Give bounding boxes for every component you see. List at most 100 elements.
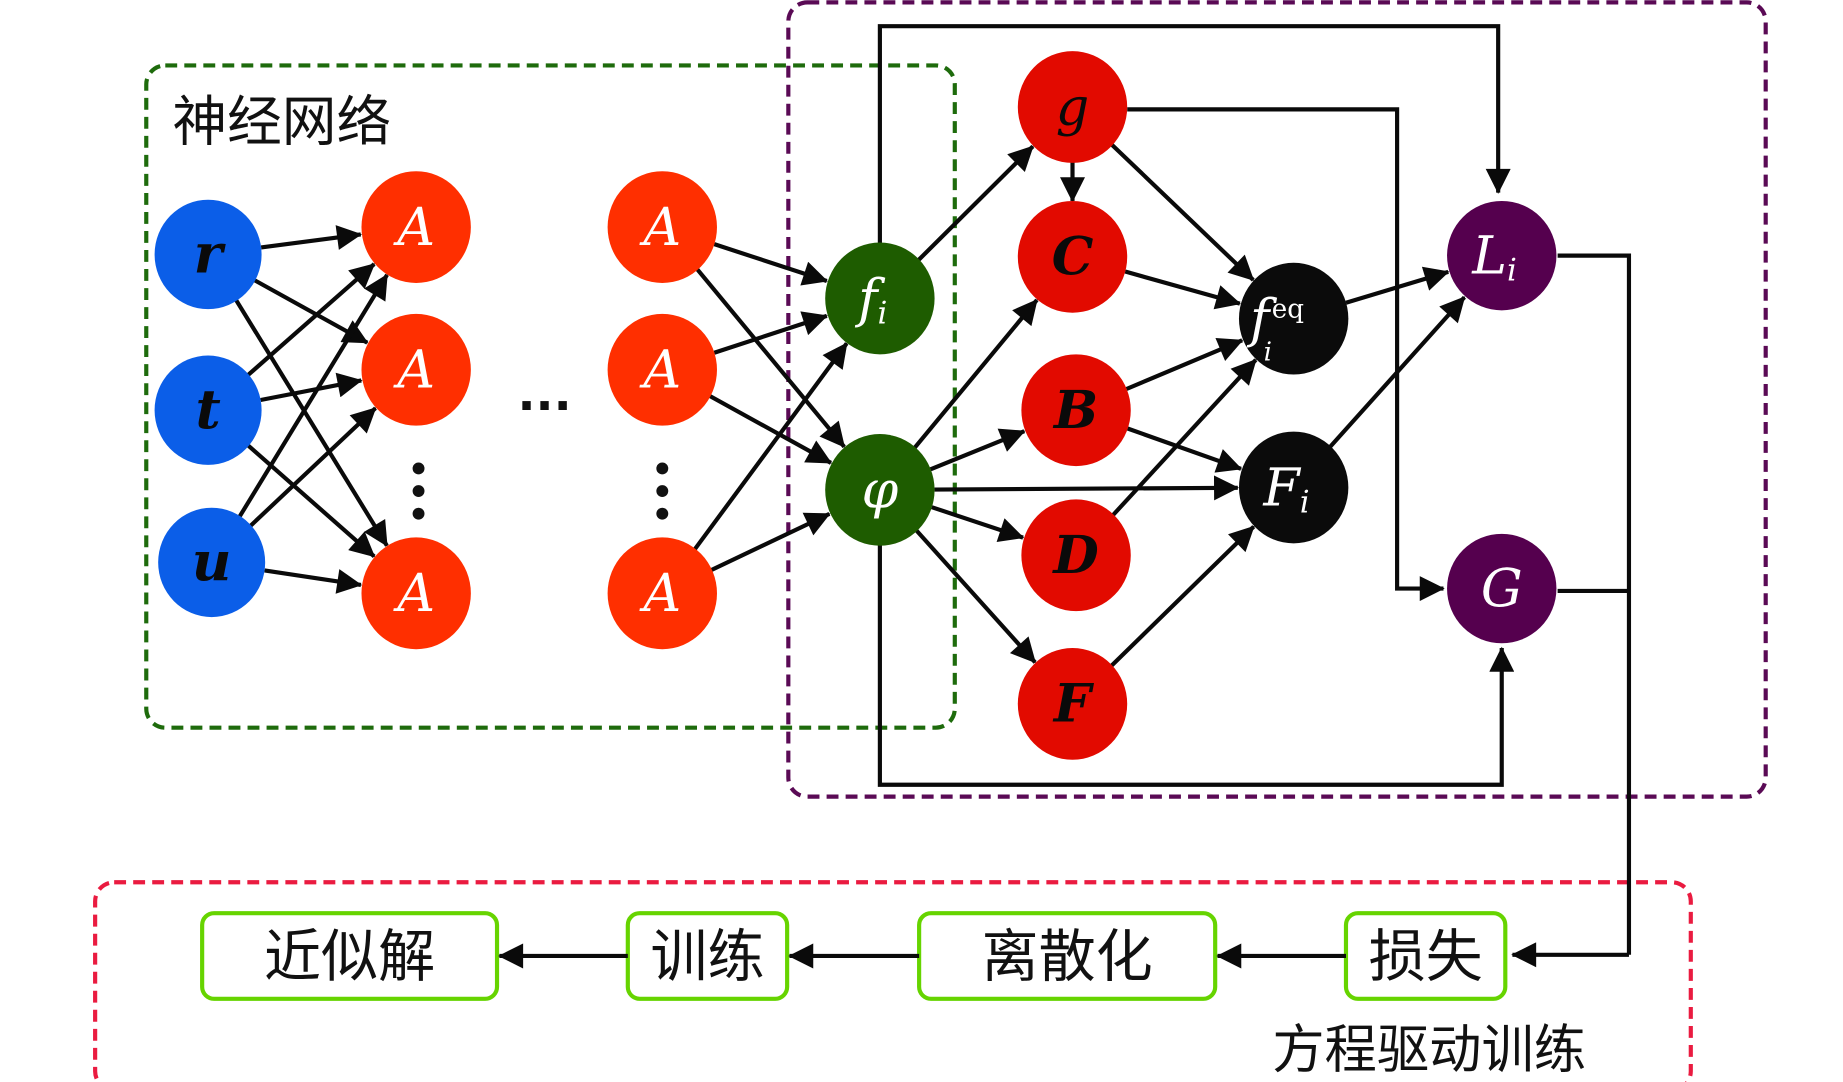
step-train: 训练 xyxy=(625,911,790,1001)
node-g-circle xyxy=(1017,51,1128,163)
node-Fi-circle xyxy=(1238,431,1349,544)
node-r-label: r xyxy=(194,221,227,285)
edge-phi-to-D xyxy=(931,505,1025,542)
node-hnb-circle xyxy=(607,313,717,426)
node-h1c-circle xyxy=(361,537,471,650)
edge-u-to-h1a xyxy=(237,273,389,518)
step-loss-label: 损失 xyxy=(1369,924,1483,990)
physics-group xyxy=(786,0,1768,799)
node-feq-circle xyxy=(1238,262,1349,375)
node-G-circle xyxy=(1447,533,1557,644)
node-Fi-label: Fi xyxy=(1262,457,1309,520)
node-B: B xyxy=(1021,354,1131,467)
connection-wires xyxy=(877,24,1632,968)
edge-r-to-h1c xyxy=(234,298,389,547)
edge-r-to-h1b xyxy=(253,278,369,345)
node-hna: A xyxy=(607,171,717,283)
node-hnc: A xyxy=(607,537,717,650)
step-discrete: 离散化 xyxy=(917,911,1218,1001)
node-hna-label: A xyxy=(639,197,681,258)
step-approx: 近似解 xyxy=(200,911,500,1001)
edge-hna-to-fi xyxy=(713,242,828,286)
node-Li: Li xyxy=(1447,200,1557,311)
edge-g-to-feq xyxy=(1110,143,1255,282)
node-h1a: A xyxy=(361,171,471,283)
node-B-circle xyxy=(1021,354,1131,467)
node-hnb: A xyxy=(607,313,717,426)
node-F: F xyxy=(1017,648,1128,760)
node-phi: φ xyxy=(825,433,935,546)
network-edges xyxy=(234,143,1466,668)
node-hnc-circle xyxy=(607,537,717,650)
node-F-circle xyxy=(1017,648,1128,760)
node-D: D xyxy=(1021,499,1131,612)
node-u-circle xyxy=(158,507,266,618)
node-B-label: B xyxy=(1052,380,1098,441)
node-t-circle xyxy=(154,355,262,465)
node-C-label: C xyxy=(1052,227,1094,288)
edge-hnb-to-phi xyxy=(709,394,833,465)
edge-hnb-to-fi xyxy=(713,311,828,355)
node-fi-circle xyxy=(825,242,935,355)
node-D-circle xyxy=(1021,499,1131,612)
edge-feq-to-Li xyxy=(1345,266,1450,305)
wire-fi-to-li xyxy=(877,24,1511,244)
node-h1b-circle xyxy=(361,313,471,426)
training-pipeline: 近似解 训练 离散化 损失 xyxy=(200,911,1508,1001)
step-discrete-label: 离散化 xyxy=(982,924,1153,990)
edge-phi-to-F xyxy=(914,529,1037,664)
node-t: t xyxy=(154,355,262,465)
step-loss: 损失 xyxy=(1343,911,1508,1001)
node-F-label: F xyxy=(1052,674,1095,735)
node-G-label: G xyxy=(1481,558,1523,619)
wire-phi-to-g-loss xyxy=(877,543,1515,787)
step-train-label: 训练 xyxy=(650,924,764,990)
node-u-label: u xyxy=(192,529,232,593)
edge-t-to-h1b xyxy=(260,372,363,403)
node-h1c-label: A xyxy=(393,563,435,624)
node-t-label: t xyxy=(195,377,220,441)
edge-F-to-Fi xyxy=(1110,525,1256,668)
node-Fi: Fi xyxy=(1238,431,1349,544)
node-phi-label: φ xyxy=(862,460,899,521)
horizontal-ellipsis: ··· xyxy=(517,379,571,434)
node-h1a-label: A xyxy=(393,197,435,258)
edge-C-to-feq xyxy=(1124,269,1242,310)
node-hnb-label: A xyxy=(639,340,681,401)
edge-fi-to-g xyxy=(917,144,1035,262)
vertical-ellipsis-layer-1 xyxy=(412,462,425,520)
edge-u-to-h1c xyxy=(264,568,363,594)
node-u: u xyxy=(158,507,266,618)
wire-li-to-loss xyxy=(1557,253,1632,955)
edge-phi-to-C xyxy=(913,298,1039,450)
edge-hna-to-phi xyxy=(695,267,846,449)
edge-r-to-h1a xyxy=(260,225,363,250)
node-hnc-label: A xyxy=(639,563,681,624)
node-C: C xyxy=(1017,200,1128,313)
wire-g-to-g-loss xyxy=(1127,107,1445,602)
node-D-label: D xyxy=(1051,525,1098,586)
node-g-label: g xyxy=(1056,77,1089,138)
edge-B-to-Fi xyxy=(1126,426,1243,473)
edge-t-to-h1c xyxy=(246,443,376,558)
node-g: g xyxy=(1017,51,1128,163)
node-Li-label: Li xyxy=(1471,225,1517,288)
node-h1b-label: A xyxy=(393,340,435,401)
node-phi-circle xyxy=(825,433,935,546)
edge-phi-to-Fi xyxy=(934,475,1240,501)
equation-training-label: 方程驱动训练 xyxy=(1272,1020,1586,1081)
node-r: r xyxy=(154,199,262,310)
edge-hnc-to-fi xyxy=(693,342,849,551)
node-fi: fi xyxy=(825,242,935,355)
neural-network-label: 神经网络 xyxy=(172,89,391,153)
edge-Fi-to-Li xyxy=(1328,295,1466,449)
vertical-ellipsis-layer-n xyxy=(656,462,669,520)
edge-t-to-h1a xyxy=(246,262,376,377)
node-h1b: A xyxy=(361,313,471,426)
step-approx-box xyxy=(200,911,500,1001)
node-C-circle xyxy=(1017,200,1128,313)
node-Li-circle xyxy=(1447,200,1557,311)
edge-u-to-h1b xyxy=(249,406,377,528)
